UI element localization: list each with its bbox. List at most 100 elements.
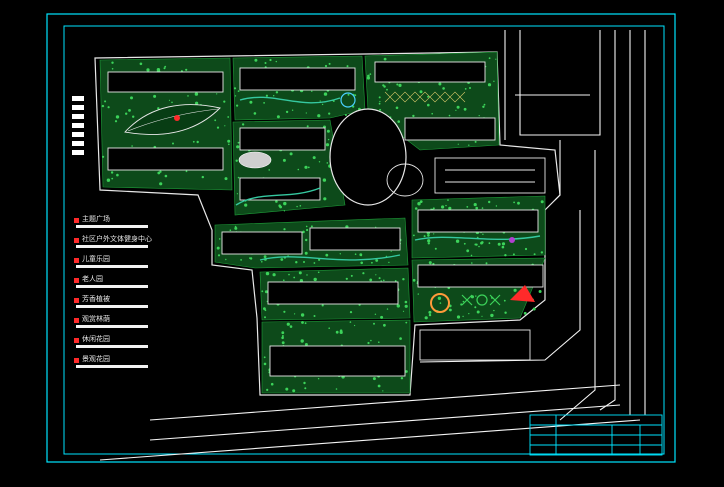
tree-dot (164, 65, 167, 68)
tree-dot (101, 104, 105, 108)
tree-dot (354, 324, 356, 327)
tree-dot (362, 272, 365, 275)
tree-dot (447, 199, 449, 201)
tree-dot (114, 120, 118, 123)
tree-dot (111, 68, 114, 70)
tree-dot (276, 115, 280, 119)
tree-dot (382, 390, 384, 392)
tree-dot (449, 308, 452, 312)
tree-dot (474, 243, 477, 246)
tree-dot (217, 254, 221, 257)
tree-dot (283, 201, 287, 206)
tree-dot (428, 261, 432, 265)
tree-dot (504, 254, 507, 257)
tree-dot (404, 304, 408, 308)
tree-dot (375, 274, 377, 276)
tree-dot (419, 200, 423, 204)
tree-dot (224, 125, 226, 127)
tree-dot (493, 80, 495, 83)
tree-dot (237, 141, 240, 144)
tree-dot (374, 313, 377, 315)
tree-dot (125, 112, 128, 115)
tree-dot (354, 94, 357, 97)
tree-dot (318, 161, 321, 163)
tree-dot (288, 273, 290, 276)
tree-dot (464, 88, 467, 90)
legend-underline (76, 225, 148, 228)
tree-dot (475, 206, 479, 210)
tree-dot (347, 93, 350, 96)
tree-dot (335, 330, 339, 334)
tree-dot (432, 207, 435, 210)
tree-dot (303, 261, 305, 263)
tree-dot (404, 300, 408, 304)
legend-label: 社区户外文体健身中心 (82, 235, 152, 243)
tree-dot (237, 90, 240, 92)
tree-dot (153, 94, 157, 98)
tree-dot (481, 207, 484, 209)
tree-dot (437, 296, 442, 300)
tree-dot (164, 174, 168, 178)
tree-dot (130, 96, 133, 100)
tree-dot (285, 387, 289, 391)
tree-dot (428, 310, 432, 314)
tree-dot (468, 313, 470, 315)
tree-dot (275, 91, 279, 94)
tree-dot (275, 200, 278, 203)
tree-dot (195, 101, 199, 105)
tree-dot (234, 95, 237, 97)
tree-dot (157, 171, 161, 175)
tree-dot (517, 201, 520, 205)
legend-label: 休闲花园 (82, 335, 110, 343)
tree-dot (335, 388, 338, 390)
tree-dot (283, 310, 286, 313)
tree-dot (323, 92, 328, 96)
tree-dot (111, 61, 114, 64)
inner-frame (63, 25, 665, 455)
legend-bullet-icon (74, 278, 79, 283)
legend-item: 休闲花园 (74, 334, 174, 354)
tree-dot (380, 280, 382, 282)
tree-dot (214, 119, 217, 122)
tree-dot (442, 87, 445, 90)
tree-dot (427, 239, 431, 243)
tree-dot (306, 274, 308, 276)
tree-dot (299, 205, 302, 207)
tree-dot (318, 258, 321, 261)
tree-dot (490, 313, 494, 318)
tree-dot (293, 276, 296, 279)
tree-dot (272, 273, 276, 277)
tree-dot (372, 377, 376, 381)
roads (99, 30, 646, 461)
tree-dot (460, 303, 463, 306)
tree-dot (171, 101, 173, 104)
title-block (529, 414, 663, 456)
legend-item: 社区户外文体健身中心 (74, 234, 174, 254)
sand-play-area (238, 151, 272, 169)
tree-dot (482, 233, 484, 235)
tree-dot (441, 205, 445, 209)
tree-dot (378, 96, 381, 99)
tree-dot (495, 205, 498, 207)
tree-dot (427, 103, 430, 107)
tree-dot (402, 310, 405, 312)
tree-dot (339, 253, 341, 255)
tree-dot (495, 58, 497, 60)
tree-dot (345, 277, 348, 280)
tree-dot (317, 378, 320, 380)
tree-dot (377, 384, 381, 388)
tree-dot (305, 225, 308, 228)
tree-dot (278, 204, 282, 207)
site-boundary (94, 51, 561, 396)
tree-dot (254, 58, 258, 62)
legend-bullet-icon (74, 318, 79, 323)
tree-dot (423, 235, 426, 238)
plaza-inner-ring (386, 163, 424, 197)
sun-plaza-icon (430, 293, 450, 313)
tree-dot (304, 251, 308, 255)
tree-dot (216, 93, 218, 95)
tree-dot (375, 226, 377, 228)
tree-dot (300, 339, 304, 343)
tree-dot (281, 341, 285, 345)
tree-dot (386, 308, 389, 310)
